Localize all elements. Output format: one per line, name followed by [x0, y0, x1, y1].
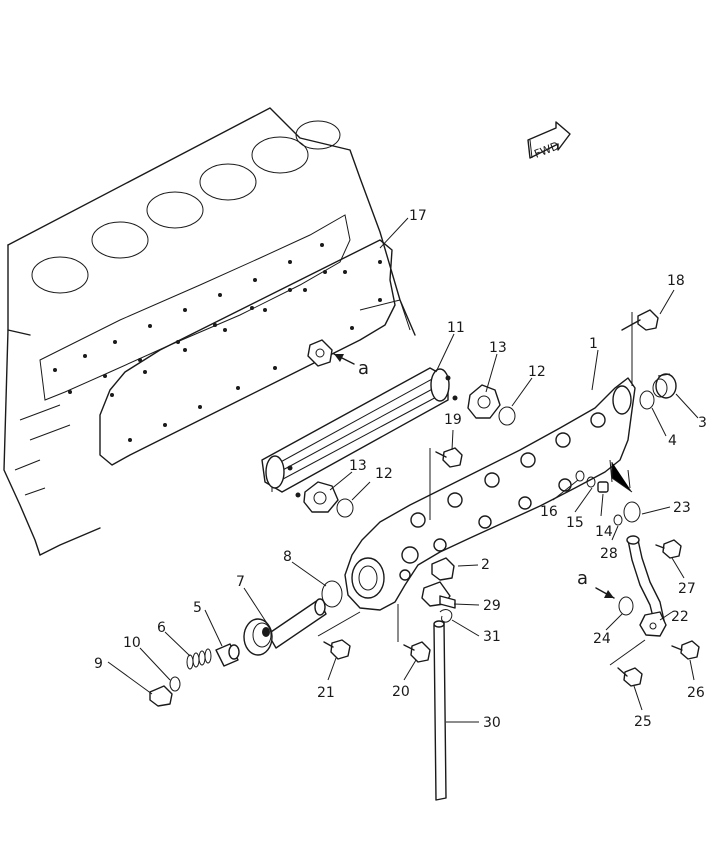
callout-10: 10: [123, 635, 141, 651]
callout-14: 14: [595, 524, 613, 540]
callout-5: 5: [193, 600, 202, 616]
callout-18: 18: [667, 273, 685, 289]
callout-22: 22: [671, 609, 689, 625]
plug-14: [597, 481, 609, 493]
leader-lines: [107, 217, 699, 723]
callout-labels: FWD a a 1 2 3 4 5 6 7 8 9 10 11 12 12 13…: [94, 139, 707, 731]
oil-cooler-cover-1: [344, 377, 636, 611]
callout-25: 25: [634, 714, 652, 730]
callout-6: 6: [157, 620, 166, 636]
bolt-18: [621, 309, 659, 386]
plug-9: [149, 685, 173, 707]
plug-2: [431, 557, 455, 581]
valve-7: [243, 598, 327, 656]
o-ring-23: [611, 462, 641, 523]
callout-27: 27: [678, 581, 696, 597]
callout-19: 19: [444, 412, 462, 428]
forward-direction-arrow: [527, 121, 571, 159]
plug-29: [421, 581, 456, 609]
bolt-21: [317, 611, 361, 660]
oil-cooler-element-11: [261, 367, 458, 498]
bracket-view-a: [307, 339, 333, 367]
callout-29: 29: [483, 598, 501, 614]
callout-17: 17: [409, 208, 427, 224]
callout-24: 24: [593, 631, 611, 647]
callout-9: 9: [94, 656, 103, 672]
bolt-19: [429, 447, 463, 520]
callout-11: 11: [447, 320, 465, 336]
washer-16: [575, 470, 585, 482]
callout-12-lower: 12: [375, 466, 393, 482]
tube-30: [433, 620, 447, 801]
callout-13-upper: 13: [489, 340, 507, 356]
view-a-label-lower: a: [577, 568, 588, 589]
view-a-arrow-upper: [333, 353, 355, 365]
bolt-20: [397, 604, 431, 663]
cylinder-bores: [31, 120, 341, 294]
washer-15: [586, 476, 596, 488]
callout-15: 15: [566, 515, 584, 531]
o-ring-12-upper: [498, 406, 516, 426]
o-ring-24: [618, 596, 634, 616]
view-a-label-upper: a: [358, 358, 369, 379]
bolt-25: [609, 639, 646, 687]
bolt-27: [655, 539, 682, 559]
callout-8: 8: [283, 549, 292, 565]
spring-6: [186, 648, 212, 670]
callout-12-upper: 12: [528, 364, 546, 380]
clip-31: [439, 609, 453, 623]
o-ring-12-lower: [336, 498, 354, 518]
o-ring-8: [321, 580, 343, 608]
washer-28: [613, 514, 623, 526]
callout-2: 2: [481, 557, 490, 573]
gasket-17: [99, 239, 396, 466]
callout-21: 21: [317, 685, 335, 701]
ring-10: [169, 676, 181, 692]
callout-26: 26: [687, 685, 705, 701]
view-a-arrow-lower: [595, 587, 615, 599]
callout-3: 3: [698, 415, 707, 431]
o-ring-4: [639, 390, 655, 410]
engine-block: [3, 107, 416, 556]
block-bolt-holes: [53, 243, 327, 394]
tube-22: [626, 535, 667, 637]
bolt-26: [671, 640, 700, 660]
cover-bosses: [410, 412, 606, 552]
callout-1: 1: [589, 336, 598, 352]
callout-31: 31: [483, 629, 501, 645]
callout-4: 4: [668, 433, 677, 449]
spring-5: [215, 643, 240, 667]
callout-28: 28: [600, 546, 618, 562]
gasket-13-upper: [467, 384, 501, 419]
callout-30: 30: [483, 715, 501, 731]
callout-13-lower: 13: [349, 458, 367, 474]
callout-20: 20: [392, 684, 410, 700]
gasket-13-lower: [303, 481, 339, 513]
callout-7: 7: [236, 574, 245, 590]
callout-16: 16: [540, 504, 558, 520]
plug-3: [652, 373, 677, 399]
callout-23: 23: [673, 500, 691, 516]
